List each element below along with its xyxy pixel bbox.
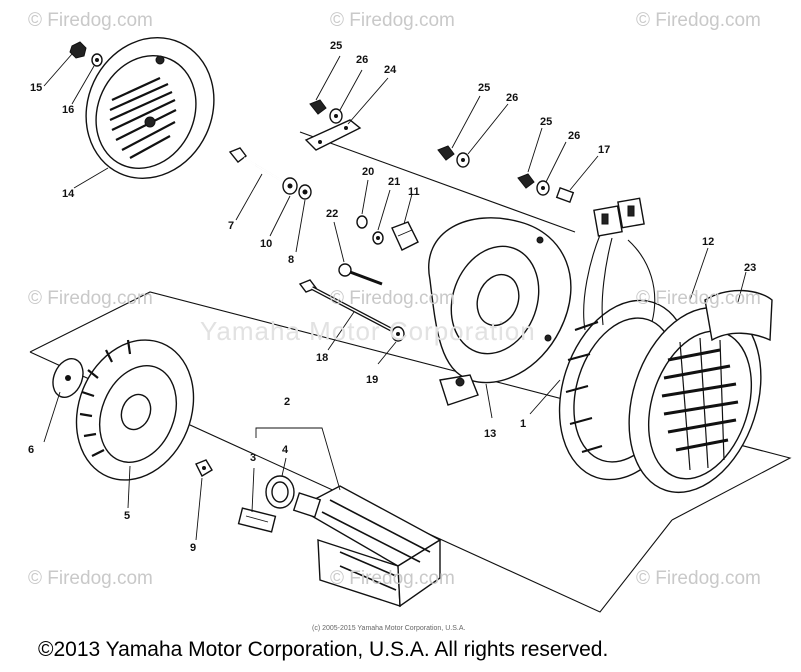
callout-26-middle: 26: [506, 92, 519, 104]
bolt-25-middle: [437, 145, 455, 161]
brush-3: [237, 507, 277, 533]
callout-13: 13: [484, 428, 497, 440]
end-bracket-13: [428, 217, 572, 406]
flywheel-fan-5: [75, 339, 195, 481]
washer-10: [282, 177, 298, 195]
washer-16: [91, 53, 103, 67]
bolt-25-right: [517, 173, 535, 189]
shroud-23: [704, 289, 773, 342]
bolt-25-upper: [309, 99, 327, 115]
bolt-22: [338, 263, 383, 286]
callout-8: 8: [288, 254, 295, 266]
callout-25-middle: 25: [478, 82, 491, 94]
fan-cover: [85, 36, 215, 180]
assembly-outline-lower-front: [29, 351, 673, 613]
callout-4: 4: [282, 444, 289, 456]
callout-18: 18: [316, 352, 329, 364]
plate-6: [52, 358, 84, 398]
washer-19: [391, 326, 405, 342]
washer-21: [372, 231, 384, 245]
callout-22: 22: [326, 208, 339, 220]
bearing-4: [265, 475, 295, 509]
callout-12: 12: [702, 236, 715, 248]
connector-17: [555, 187, 575, 203]
plate-24: [304, 119, 362, 151]
callout-24: 24: [384, 64, 397, 76]
rectifier-11: [391, 221, 419, 251]
watermark-mid-left: © Firedog.com: [28, 288, 153, 309]
callout-26-right: 26: [568, 130, 581, 142]
callout-3: 3: [250, 452, 257, 464]
callout-21: 21: [388, 176, 401, 188]
callout-25-upper: 25: [330, 40, 343, 52]
watermark-top-right: © Firedog.com: [636, 10, 761, 31]
armature-2: [292, 485, 442, 608]
callout-7: 7: [228, 220, 235, 232]
callout-26-upper: 26: [356, 54, 369, 66]
watermark-mid-center: © Firedog.com: [330, 288, 455, 309]
leader-lines: [43, 53, 747, 541]
washer-26-right: [536, 180, 550, 196]
callout-5: 5: [124, 510, 131, 522]
watermark-center-text: Yamaha Motor Corporation: [200, 316, 536, 346]
watermark-bottom-right: © Firedog.com: [636, 568, 761, 589]
callout-23: 23: [744, 262, 757, 274]
small-copyright: (c) 2005-2015 Yamaha Motor Corporation, …: [312, 625, 466, 632]
callout-6: 6: [28, 444, 35, 456]
watermark-bottom-center: © Firedog.com: [330, 568, 455, 589]
callout-9: 9: [190, 542, 197, 554]
callout-14: 14: [62, 188, 75, 200]
nut-9: [195, 459, 213, 477]
watermark-bottom-left: © Firedog.com: [28, 568, 153, 589]
callout-11: 11: [408, 186, 420, 198]
nut-15: [69, 41, 87, 59]
callout-1: 1: [520, 418, 527, 430]
callout-2: 2: [284, 396, 291, 408]
rotor-12: [628, 306, 762, 494]
washer-26-middle: [456, 152, 470, 168]
callout-19: 19: [366, 374, 379, 386]
washer-20: [356, 215, 368, 229]
callout-10: 10: [260, 238, 273, 250]
through-bolt-18: [298, 279, 393, 332]
watermark-top-center: © Firedog.com: [330, 10, 455, 31]
washer-26-upper: [329, 108, 343, 124]
callout-16: 16: [62, 104, 75, 116]
bolt-7: [228, 147, 285, 183]
callout-15: 15: [30, 82, 43, 94]
footer-copyright: ©2013 Yamaha Motor Corporation, U.S.A. A…: [38, 638, 609, 661]
callout-20: 20: [362, 166, 375, 178]
watermark-top-left: © Firedog.com: [28, 10, 153, 31]
washer-8: [298, 184, 312, 200]
callout-25-right: 25: [540, 116, 553, 128]
watermark-mid-right: © Firedog.com: [636, 288, 761, 309]
callout-17: 17: [598, 144, 611, 156]
assembly-outline-upper: [299, 131, 576, 233]
